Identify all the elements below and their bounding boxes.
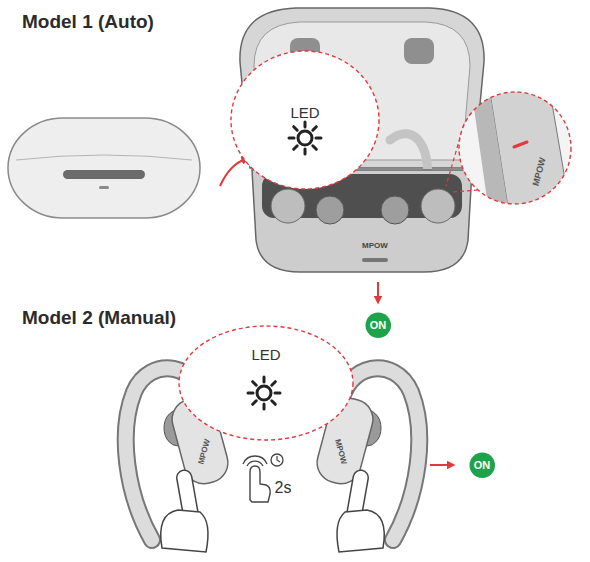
- led-zoom: [446, 80, 572, 220]
- status-text: ON: [474, 459, 491, 471]
- led-ray: [263, 404, 266, 409]
- led-ray: [313, 127, 317, 131]
- illustration-part: [161, 510, 208, 552]
- bubble-outline: [179, 326, 353, 440]
- illustration-part: [470, 80, 510, 220]
- led-icon: [298, 131, 312, 145]
- led-text: LED: [230, 105, 380, 122]
- illustration-part: [243, 456, 267, 464]
- illustration-part: [250, 466, 270, 502]
- open-arrow: [220, 159, 246, 186]
- led-ray: [294, 146, 298, 150]
- illustration-part: [381, 196, 409, 224]
- led-ray: [263, 377, 266, 382]
- led-ray: [294, 127, 298, 131]
- led-ray: [275, 392, 280, 395]
- illustration-part: [247, 461, 263, 466]
- led-ray: [272, 401, 276, 405]
- illustration-part: [362, 258, 388, 262]
- down-arrow: [377, 282, 379, 300]
- led-ray: [272, 382, 276, 386]
- illustration-part: [271, 454, 283, 466]
- illustration-part: [99, 186, 109, 189]
- led-callout: LED: [178, 325, 354, 441]
- illustration-part: [514, 142, 527, 147]
- led-ray: [253, 382, 257, 386]
- bubble-outline: [231, 51, 379, 189]
- led-icon: [289, 122, 321, 154]
- bubble-shape: [178, 325, 354, 441]
- illustration-part: [316, 196, 344, 224]
- led-ray: [304, 122, 307, 127]
- duration-label: 2s: [275, 479, 292, 497]
- illustration-part: [404, 38, 434, 64]
- led-callout: LED: [230, 50, 380, 190]
- led-icon: [248, 377, 280, 409]
- illustration-part: [271, 189, 305, 223]
- led-ray: [304, 149, 307, 154]
- illustration-part: [16, 155, 192, 160]
- led-ray: [248, 392, 253, 395]
- illustration-part: [63, 170, 145, 179]
- led-ray: [289, 137, 294, 140]
- illustration-part: [459, 92, 571, 204]
- dot-fill: [365, 312, 391, 338]
- status-dot: ON: [469, 452, 496, 479]
- led-ray: [316, 137, 321, 140]
- dot-fill: [469, 452, 495, 478]
- illustration-part: [421, 189, 455, 223]
- led-ray: [253, 401, 257, 405]
- led-ray: [313, 146, 317, 150]
- brand-logo: MPOW: [362, 242, 388, 251]
- illustration-part: [8, 118, 200, 218]
- status-text: ON: [370, 319, 387, 331]
- section-title: Model 1 (Auto): [22, 12, 154, 33]
- section-title: Model 2 (Manual): [22, 308, 176, 329]
- illustration-part: [277, 456, 280, 462]
- closed-case: [8, 118, 200, 218]
- status-dot: ON: [365, 312, 392, 339]
- led-icon: [257, 386, 271, 400]
- right-arrow: [430, 464, 451, 466]
- led-text: LED: [178, 347, 354, 364]
